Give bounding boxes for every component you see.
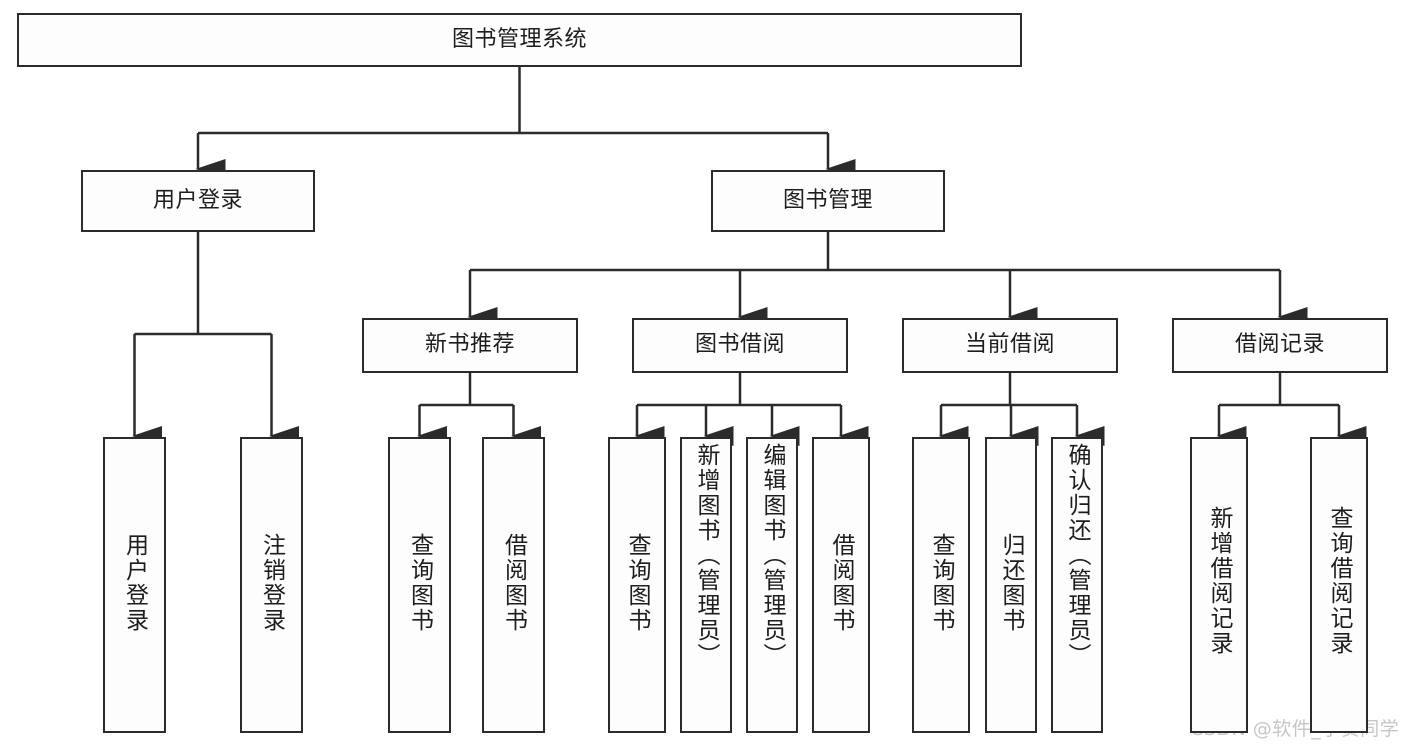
node-label: 查询图书 <box>406 533 433 633</box>
node-label: 借阅图书 <box>828 533 855 633</box>
node-label: 新增图书（管理员） <box>693 443 720 668</box>
node-leaf-query-book-2[interactable]: 查询图书 <box>608 437 666 733</box>
node-label: 编辑图书（管理员） <box>759 443 786 668</box>
node-leaf-query-record[interactable]: 查询借阅记录 <box>1310 437 1368 733</box>
node-leaf-borrow-book-2[interactable]: 借阅图书 <box>812 437 870 733</box>
node-label: 确认归还（管理员） <box>1064 443 1091 668</box>
node-label: 新增借阅记录 <box>1206 506 1233 656</box>
node-current-borrow[interactable]: 当前借阅 <box>902 318 1118 373</box>
node-label: 图书借阅 <box>694 332 785 358</box>
node-label: 查询图书 <box>928 533 955 633</box>
node-label: 新书推荐 <box>424 332 515 358</box>
node-label: 当前借阅 <box>964 332 1055 358</box>
node-label: 查询图书 <box>624 533 651 633</box>
node-label: 用户登录 <box>121 533 148 633</box>
node-label: 归还图书 <box>998 533 1025 633</box>
node-label: 图书管理 <box>782 187 873 213</box>
node-book-borrow[interactable]: 图书借阅 <box>632 318 848 373</box>
node-label: 查询借阅记录 <box>1326 506 1353 656</box>
node-label: 用户登录 <box>152 187 243 213</box>
node-leaf-query-book-3[interactable]: 查询图书 <box>912 437 970 733</box>
node-leaf-edit-book[interactable]: 编辑图书（管理员） <box>746 437 798 733</box>
node-label: 图书管理系统 <box>451 26 587 52</box>
node-root[interactable]: 图书管理系统 <box>17 13 1022 67</box>
node-book-manage[interactable]: 图书管理 <box>711 170 945 232</box>
node-leaf-add-book[interactable]: 新增图书（管理员） <box>680 437 732 733</box>
node-leaf-borrow-book-1[interactable]: 借阅图书 <box>482 437 545 733</box>
node-leaf-confirm-return[interactable]: 确认归还（管理员） <box>1051 437 1103 733</box>
node-leaf-return-book[interactable]: 归还图书 <box>985 437 1037 733</box>
node-label: 借阅图书 <box>500 533 527 633</box>
node-borrow-record[interactable]: 借阅记录 <box>1172 318 1388 373</box>
node-user-login[interactable]: 用户登录 <box>81 170 315 232</box>
node-leaf-query-book-1[interactable]: 查询图书 <box>388 437 451 733</box>
node-leaf-add-record[interactable]: 新增借阅记录 <box>1190 437 1248 733</box>
node-label: 借阅记录 <box>1234 332 1325 358</box>
node-leaf-user-login[interactable]: 用户登录 <box>103 437 166 733</box>
node-leaf-logout[interactable]: 注销登录 <box>240 437 303 733</box>
node-label: 注销登录 <box>258 533 285 633</box>
node-new-book-rec[interactable]: 新书推荐 <box>362 318 578 373</box>
